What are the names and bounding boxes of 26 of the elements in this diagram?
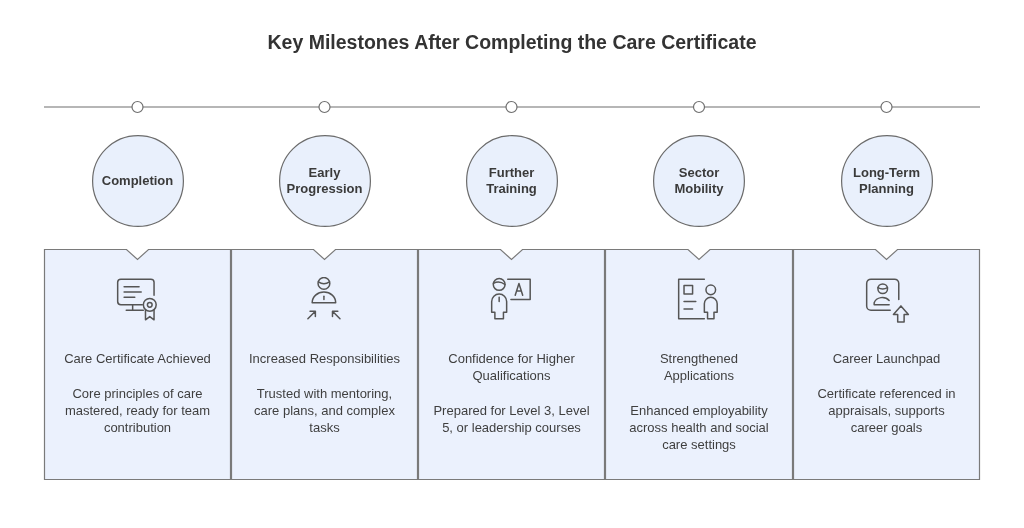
- milestone-panel: [44, 249, 231, 480]
- milestone-circle: [278, 135, 371, 227]
- panel-description: Enhanced employability across health and social care settings: [628, 402, 770, 453]
- panel-heading: Care Certificate Achieved: [63, 350, 212, 367]
- title: Key Milestones After Completing the Care Certificate: [266, 30, 758, 55]
- milestone-panel: [231, 249, 418, 480]
- milestone-circle: [840, 135, 933, 227]
- panel-heading: Strengthened Applications: [658, 350, 740, 384]
- milestone-panel: [793, 249, 980, 480]
- panel-description: Trusted with mentoring, care plans, and complex tasks: [253, 385, 396, 436]
- panel-description: Prepared for Level 3, Level 5, or leadership courses: [432, 402, 591, 436]
- panel-heading: Increased Responsibilities: [248, 350, 401, 367]
- milestone-circle: [653, 135, 745, 227]
- milestone-panel: [418, 249, 605, 480]
- panel-description: Core principles of care mastered, ready for team contribution: [63, 385, 212, 436]
- milestone-circle: [91, 135, 184, 227]
- panel-heading: Confidence for Higher Qualifications: [447, 350, 576, 384]
- panel-description: Certificate referenced in appraisals, supports career goals: [816, 385, 957, 436]
- milestone-label: Early Progression: [285, 165, 364, 197]
- milestone-label: Further Training: [485, 165, 538, 197]
- panel-heading: Career Launchpad: [831, 350, 942, 367]
- milestone-label: Completion: [100, 173, 175, 189]
- milestone-circle: [465, 135, 558, 227]
- milestone-panel: [605, 249, 793, 480]
- milestone-label: Sector Mobility: [673, 165, 725, 197]
- milestone-label: Long-Term Planning: [852, 165, 921, 197]
